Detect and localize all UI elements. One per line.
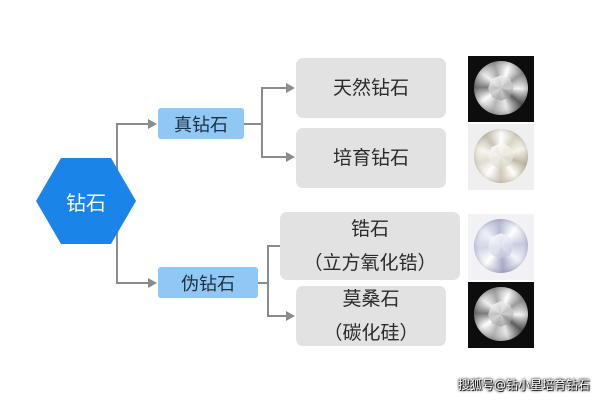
leaf-node-label: 莫桑石: [342, 288, 400, 310]
arrowhead: [286, 83, 295, 93]
arrowhead: [286, 311, 295, 321]
watermark-text: 搜狐号@钻小星培育钻石: [457, 378, 590, 392]
connector-branch2-leaf1: [258, 245, 282, 284]
zircon-photo: [468, 214, 534, 280]
connector-branch1-leaf1: [244, 87, 288, 125]
leaf-node-sublabel: （碳化硅）: [323, 322, 419, 344]
branch-node-fake-diamond: 伪钻石: [158, 267, 258, 298]
natural-diamond-photo: [468, 56, 534, 122]
connector-branch2-leaf2: [267, 283, 288, 317]
root-node-label: 钻石: [66, 190, 106, 215]
branch-node-label: 伪钻石: [181, 273, 235, 295]
leaf-node-lab-grown-diamond: 培育钻石: [296, 128, 446, 188]
arrowhead: [148, 119, 157, 129]
leaf-node-sublabel: （立方氧化锆）: [303, 252, 437, 274]
leaf-node-natural-diamond: 天然钻石: [296, 58, 446, 118]
arrowhead: [148, 278, 157, 288]
leaf-node-label: 培育钻石: [332, 147, 409, 169]
branch-node-real-diamond: 真钻石: [158, 108, 244, 139]
leaf-node-label: 锆石: [350, 218, 389, 240]
branch-node-label: 真钻石: [174, 114, 228, 136]
connector-branch1-leaf2: [261, 124, 288, 158]
leaf-node-zircon: 锆石 （立方氧化锆）: [280, 212, 460, 280]
lab-grown-diamond-photo: [468, 124, 534, 190]
leaf-node-moissanite: 莫桑石 （碳化硅）: [296, 286, 446, 346]
leaf-node-label: 天然钻石: [332, 77, 409, 99]
connector-root-upper: [116, 123, 150, 176]
moissanite-photo: [468, 282, 534, 348]
connector-root-lower: [116, 226, 150, 284]
arrowhead: [286, 152, 295, 162]
